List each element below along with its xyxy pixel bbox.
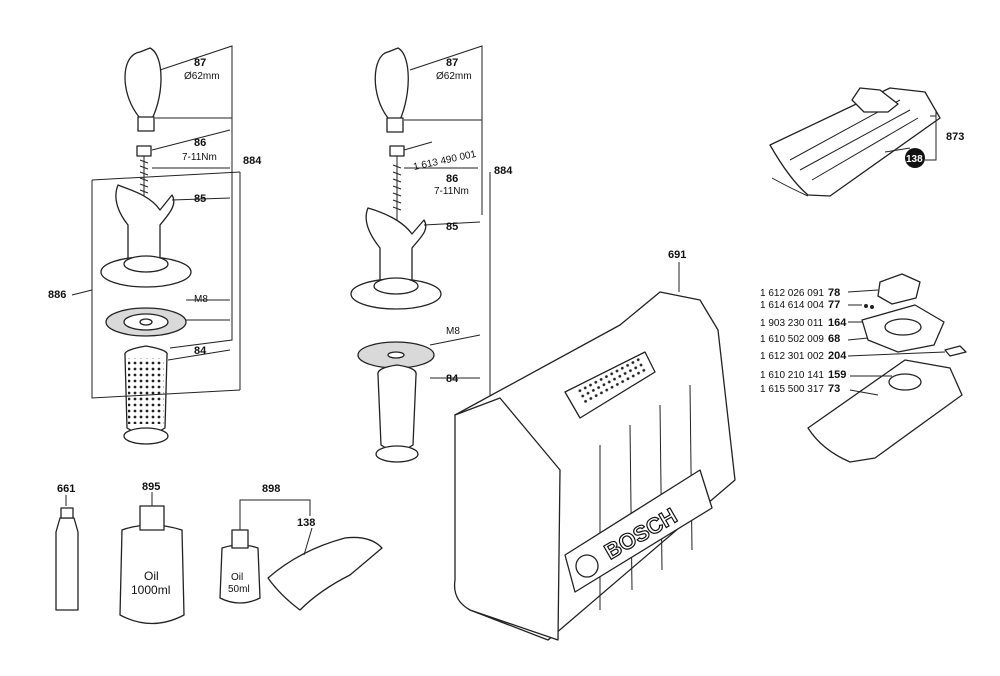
brand-logo-icon (575, 554, 599, 578)
label-884-right: 884 (494, 165, 513, 177)
label-711nm-right: 7-11Nm (434, 186, 469, 197)
part-ref: 204 (828, 350, 847, 362)
selector-knob-78 (877, 273, 921, 305)
parts-list: 1 612 026 091 78 1 614 614 004 77 1 903 … (760, 273, 967, 463)
part-ref: 78 (828, 287, 840, 299)
dust-cap-138 (267, 536, 383, 611)
lubricants-row: 661 895 Oil 1000ml Oil 50ml 898 138 (55, 481, 383, 625)
housing-cover-top (769, 87, 941, 197)
label-86-right: 86 (446, 173, 458, 185)
part-ref: 73 (828, 383, 840, 395)
part-number: 1 612 026 091 (760, 288, 824, 299)
depth-stop-strap-2 (374, 47, 409, 129)
clamp-bolt-head (136, 145, 152, 157)
part-ref: 164 (828, 317, 847, 329)
parts-row: 1 612 301 002 204 (760, 350, 847, 362)
label-873: 873 (946, 131, 964, 143)
label-m8-right: M8 (446, 326, 460, 337)
label-691: 691 (668, 249, 686, 261)
label-886: 886 (48, 289, 66, 301)
label-m8-left: M8 (194, 294, 208, 305)
carrying-case-691: BOSCH 691 (453, 249, 736, 641)
housing-cover-73 (807, 359, 963, 463)
part-number: 1 610 502 009 (760, 334, 824, 345)
part-number: 1 903 230 011 (760, 318, 824, 329)
part-number: 1 610 210 141 (760, 370, 824, 381)
oil-label-3: Oil (231, 572, 243, 583)
part-number: 1 615 500 317 (760, 384, 824, 395)
part-ref: 68 (828, 333, 840, 345)
case-front-face (453, 397, 561, 641)
label-85-right: 85 (446, 221, 458, 233)
parts-row: 1 612 026 091 78 (760, 287, 840, 299)
depth-stop-strap (124, 47, 162, 127)
handle-clamp-body-2 (365, 207, 427, 286)
label-895: 895 (142, 481, 160, 493)
label-711nm-left: 7-11Nm (182, 152, 217, 163)
label-138-circle: 138 (906, 154, 923, 165)
oil-label-1: Oil (144, 569, 159, 583)
part-ref: 77 (828, 299, 840, 311)
aux-handle-assembly-right: 87 Ø62mm 1 613 490 001 86 7-11Nm 884 85 … (350, 45, 513, 463)
label-884-left: 884 (243, 155, 262, 167)
label-898: 898 (262, 483, 280, 495)
parts-row: 1 610 502 009 68 (760, 333, 840, 345)
callout-138-circle (905, 148, 925, 168)
label-87-right: 87 (446, 57, 458, 69)
label-62mm-right: Ø62mm (436, 71, 472, 82)
part-number: 1 612 301 002 (760, 351, 824, 362)
parts-row: 1 614 614 004 77 (760, 299, 840, 311)
oil-label-4: 50ml (228, 584, 250, 595)
parts-row: 1 903 230 011 164 (760, 317, 847, 329)
part-ref: 159 (828, 369, 846, 381)
label-661: 661 (57, 483, 75, 495)
label-85-left: 85 (194, 193, 206, 205)
oil-label-2: 1000ml (131, 583, 170, 597)
housing-cover-873: 138 873 (769, 87, 964, 197)
part-number: 1 614 614 004 (760, 300, 824, 311)
grease-tube-661 (55, 517, 79, 611)
label-86-left: 86 (194, 137, 206, 149)
brand-plate (564, 469, 713, 593)
parts-row: 1 615 500 317 73 (760, 383, 840, 395)
strap-clamp (137, 116, 155, 132)
oil-bottle-cap (139, 505, 165, 531)
selector-knob (851, 87, 899, 113)
parts-row: 1 610 210 141 159 (760, 369, 846, 381)
label-part-1613490001: 1 613 490 001 (412, 149, 477, 173)
label-84-left: 84 (194, 345, 207, 357)
label-138: 138 (297, 517, 315, 529)
handle-grip-2 (377, 364, 417, 452)
label-84-right: 84 (446, 373, 459, 385)
label-62mm-left: Ø62mm (184, 71, 220, 82)
aux-handle-assembly-left: 87 Ø62mm 86 7-11Nm 884 85 886 M8 84 (48, 45, 262, 445)
label-87-left: 87 (194, 57, 206, 69)
handle-clamp-body (115, 184, 175, 263)
